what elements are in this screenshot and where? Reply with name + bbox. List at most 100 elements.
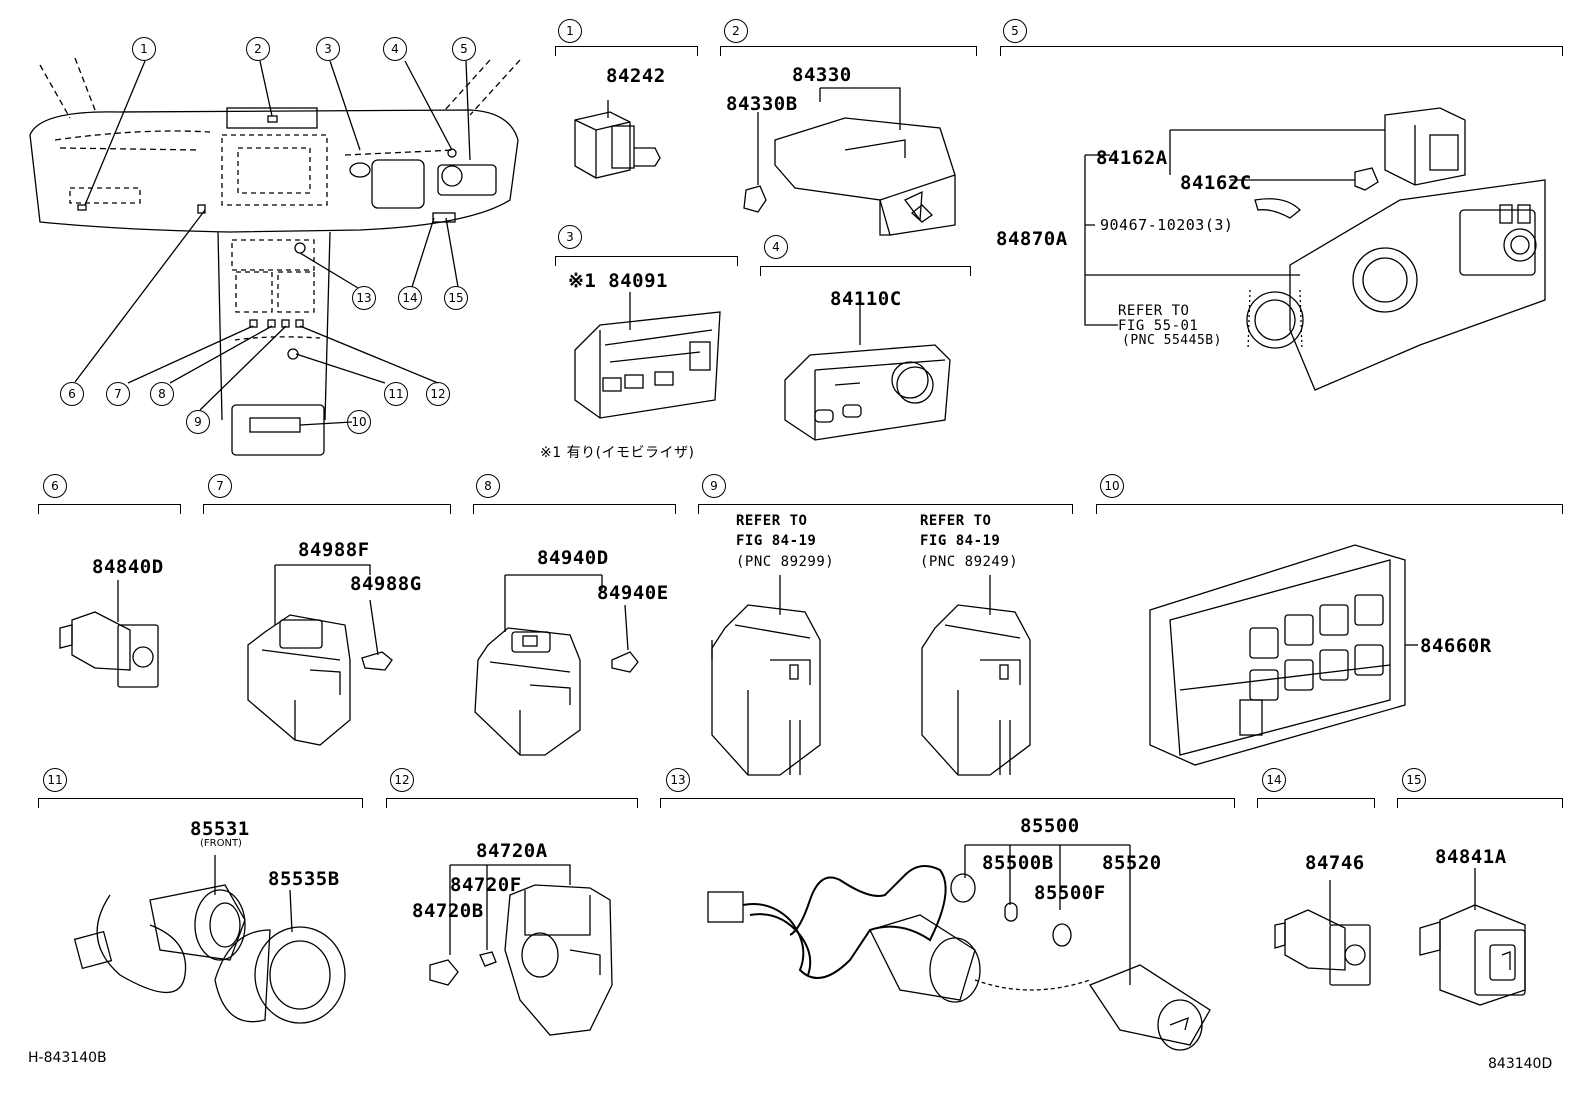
section-number-4: 4 (764, 235, 788, 259)
switch-84841A (1419, 868, 1526, 1006)
section-number-7: 7 (208, 474, 232, 498)
switch-84720A (429, 864, 613, 1036)
hazard-switch-84330 (743, 87, 956, 236)
part-85500F: 85500F (1034, 882, 1106, 904)
part-84746: 84746 (1305, 852, 1365, 874)
overview-callout-3: 3 (316, 37, 340, 61)
label-front: (FRONT) (200, 838, 242, 849)
part-84720F: 84720F (450, 874, 522, 896)
refer-89249-line2: FIG 84-19 (920, 533, 1001, 549)
part-84162A: 84162A (1096, 147, 1168, 169)
footer-left-code: H-843140B (28, 1050, 107, 1066)
part-85531: 85531 (190, 818, 250, 840)
switch-84110C (784, 305, 951, 441)
section-bracket-9 (698, 504, 1073, 514)
section-bracket-4 (760, 266, 971, 276)
part-84720B: 84720B (412, 900, 484, 922)
overview-callout-8: 8 (150, 382, 174, 406)
part-84242: 84242 (606, 65, 666, 87)
part-84720A: 84720A (476, 840, 548, 862)
switch-84746 (1274, 880, 1371, 986)
section-number-15: 15 (1402, 768, 1426, 792)
refer-55-line3: (PNC 55445B) (1122, 333, 1222, 348)
overview-callout-2: 2 (246, 37, 270, 61)
overview-callout-5: 5 (452, 37, 476, 61)
overview-callout-14: 14 (398, 286, 422, 310)
lighter-assembly-85500 (707, 844, 1211, 1051)
section-bracket-10 (1096, 504, 1563, 514)
section-bracket-11 (38, 798, 363, 808)
part-85520: 85520 (1102, 852, 1162, 874)
section-number-12: 12 (390, 768, 414, 792)
section-number-11: 11 (43, 768, 67, 792)
part-84940D: 84940D (537, 547, 609, 569)
part-84841A: 84841A (1435, 846, 1507, 868)
section-bracket-12 (386, 798, 638, 808)
section-bracket-13 (660, 798, 1235, 808)
section-bracket-3 (555, 256, 738, 266)
overview-callout-6: 6 (60, 382, 84, 406)
section-bracket-15 (1397, 798, 1563, 808)
switch-84242 (574, 100, 661, 179)
part-85500B: 85500B (982, 852, 1054, 874)
part-84940E: 84940E (597, 582, 669, 604)
switch-84091 (574, 292, 721, 419)
section-bracket-6 (38, 504, 181, 514)
overview-callout-13: 13 (352, 286, 376, 310)
section-number-10: 10 (1100, 474, 1124, 498)
refer-89249-line3: (PNC 89249) (920, 554, 1019, 570)
part-84330: 84330 (792, 64, 852, 86)
switch-84940D (474, 574, 639, 756)
section-number-13: 13 (666, 768, 690, 792)
section-number-3: 3 (558, 225, 582, 249)
part-84330B: 84330B (726, 93, 798, 115)
switch-84988F (247, 564, 393, 746)
overview-callout-1: 1 (132, 37, 156, 61)
section-bracket-1 (555, 46, 698, 56)
part-84091: ※1 84091 (568, 270, 668, 292)
refer-89299-line3: (PNC 89299) (736, 554, 835, 570)
panel-84870A (1084, 107, 1546, 391)
overview-callout-7: 7 (106, 382, 130, 406)
part-84870A: 84870A (996, 228, 1068, 250)
control-panel-84660R (1149, 544, 1418, 766)
dashboard-overview (29, 57, 521, 456)
overview-callout-9: 9 (186, 410, 210, 434)
refer-89249-line1: REFER TO (920, 513, 992, 529)
section-number-9: 9 (702, 474, 726, 498)
part-84988F: 84988F (298, 539, 370, 561)
refer-89299-line1: REFER TO (736, 513, 808, 529)
section-number-8: 8 (476, 474, 500, 498)
section-bracket-7 (203, 504, 451, 514)
cigarette-lighter-85531 (73, 855, 346, 1024)
switch-84840D (59, 580, 159, 688)
section-bracket-5 (1000, 46, 1563, 56)
section-number-1: 1 (558, 19, 582, 43)
part-84988G: 84988G (350, 573, 422, 595)
part-84660R: 84660R (1420, 635, 1492, 657)
overview-callout-15: 15 (444, 286, 468, 310)
part-84840D: 84840D (92, 556, 164, 578)
note-immobilizer: ※1 有り(イモビライザ) (540, 445, 695, 461)
section-number-14: 14 (1262, 768, 1286, 792)
part-84110C: 84110C (830, 288, 902, 310)
switch-89299 (711, 575, 821, 776)
part-85535B: 85535B (268, 868, 340, 890)
refer-55-line1: REFER TO (1118, 303, 1190, 319)
overview-callout-10: 10 (347, 410, 371, 434)
section-bracket-14 (1257, 798, 1375, 808)
footer-right-code: 843140D (1488, 1056, 1553, 1072)
refer-89299-line2: FIG 84-19 (736, 533, 817, 549)
section-bracket-2 (720, 46, 977, 56)
section-number-5: 5 (1003, 19, 1027, 43)
switch-89249 (921, 575, 1031, 776)
section-bracket-8 (473, 504, 676, 514)
section-number-2: 2 (724, 19, 748, 43)
refer-55-line2: FIG 55-01 (1118, 318, 1199, 334)
overview-callout-11: 11 (384, 382, 408, 406)
part-90467-10203: 90467-10203(3) (1100, 216, 1234, 234)
part-85500: 85500 (1020, 815, 1080, 837)
section-number-6: 6 (43, 474, 67, 498)
